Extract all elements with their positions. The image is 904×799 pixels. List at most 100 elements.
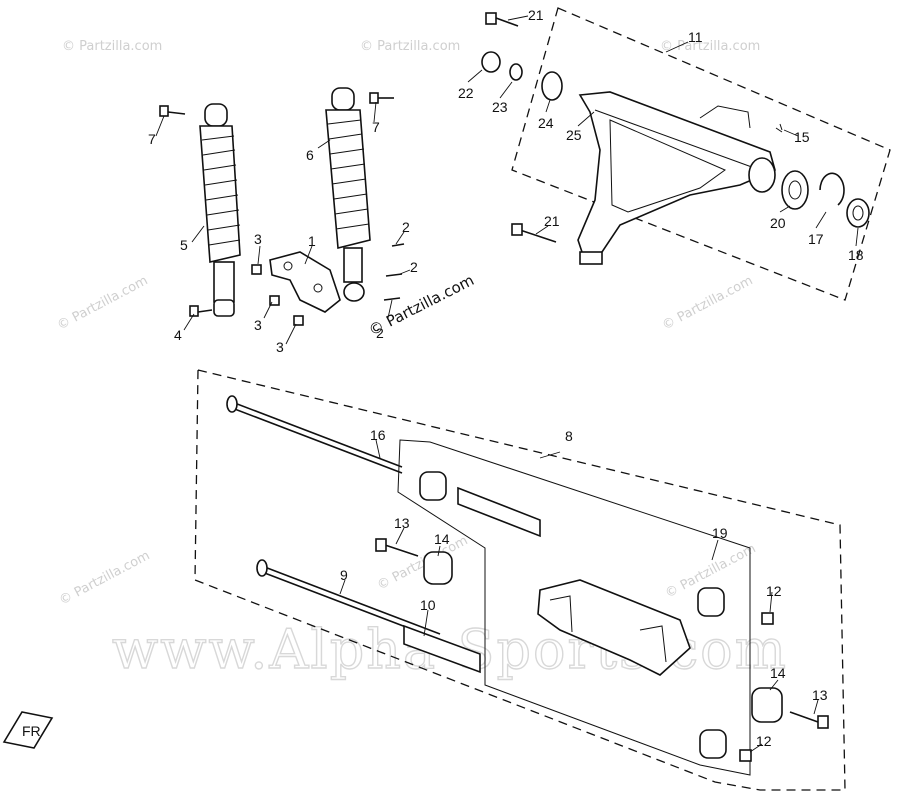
bushing-14-right: [751, 687, 783, 723]
shock-5-coils: [201, 135, 241, 246]
bearing-20-inner: [788, 180, 802, 200]
washer-23: [509, 63, 523, 81]
part-label-23: 23: [492, 99, 508, 115]
washer-24: [541, 71, 563, 101]
bolt-4-head: [189, 305, 199, 317]
leader-lines: [155, 15, 859, 753]
part-label-22: 22: [458, 85, 474, 101]
pivot-hub: [748, 157, 776, 193]
bolt-7-right-head: [369, 92, 379, 104]
part-label-2: 2: [376, 325, 384, 341]
nut-3b: [269, 295, 280, 306]
bolt-16-head: [226, 395, 238, 413]
shock-6-coils: [327, 119, 370, 230]
nut-12-upper: [761, 612, 774, 625]
part-label-25: 25: [566, 127, 582, 143]
swing-arm-assembly: [481, 7, 891, 301]
watermark-text: © Partzilla.com: [62, 39, 162, 54]
part-label-2: 2: [402, 219, 410, 235]
seal-18-inner: [852, 205, 864, 221]
linkage-assembly: [194, 369, 846, 791]
seal-18: [846, 198, 870, 228]
shock-6-top-eye: [331, 87, 355, 111]
screw-15: [775, 123, 783, 133]
part-label-11: 11: [688, 29, 703, 45]
swing-arm-window: [609, 119, 727, 213]
shock-6-lower-eye: [343, 282, 365, 302]
bracket-1: [269, 251, 341, 313]
part-label-5: 5: [180, 237, 188, 253]
watermark-text: © Partzilla.com: [360, 39, 460, 54]
bolt-9-head: [256, 559, 268, 577]
front-arrow-icon: [2, 711, 54, 749]
bolt-13-left-head: [375, 538, 387, 552]
shock-5-spring: [199, 125, 241, 263]
swing-arm-bracket: [699, 105, 751, 129]
part-label-3: 3: [254, 317, 262, 333]
part-label-14: 14: [770, 665, 786, 681]
bearing-20: [781, 170, 809, 210]
front-marker-label: FR: [22, 723, 41, 739]
bolt-16: [231, 401, 403, 468]
swing-arm-body: [577, 91, 776, 259]
part-label-20: 20: [770, 215, 786, 231]
part-label-10: 10: [420, 597, 436, 613]
part-label-21: 21: [544, 213, 560, 229]
part-label-24: 24: [538, 115, 554, 131]
group-11-outline: [511, 7, 891, 301]
bracket-hole: [313, 283, 323, 293]
bolt-21-head: [485, 12, 497, 25]
bolt-13-right-head: [817, 715, 829, 729]
sleeve-upper: [457, 486, 541, 538]
bolt-2b: [385, 273, 403, 277]
bolt-7-left: [167, 111, 186, 115]
bushing-14-left: [423, 551, 453, 585]
bolt-2c: [383, 297, 401, 301]
bolt-9: [261, 565, 441, 635]
nut-12-lower: [739, 749, 752, 762]
shock-6-body: [343, 247, 363, 283]
bushing-upper: [419, 471, 447, 501]
bracket-hole: [283, 261, 293, 271]
rear-shock-absorbers: [159, 87, 405, 326]
part-label-6: 6: [306, 147, 314, 163]
bolt-13-right: [789, 711, 819, 723]
swing-arm-end: [579, 251, 603, 265]
part-label-7: 7: [148, 131, 156, 147]
partzilla-center-watermark: © Partzilla.com: [366, 271, 477, 340]
part-label-8: 8: [565, 428, 573, 444]
part-label-12: 12: [766, 583, 782, 599]
swing-arm-edge: [594, 109, 761, 171]
bolt-13-left: [384, 544, 419, 557]
bolt-7-left-head: [159, 105, 169, 117]
shock-5-clevis: [213, 299, 235, 317]
bolt-21-lower: [519, 229, 557, 243]
part-label-2: 2: [410, 259, 418, 275]
part-label-9: 9: [340, 567, 348, 583]
shock-5-body: [213, 261, 235, 303]
watermark-text: © Partzilla.com: [55, 273, 151, 333]
part-label-14: 14: [434, 531, 450, 547]
bolt-4: [197, 309, 213, 313]
watermark-text: © Partzilla.com: [57, 548, 153, 608]
link-19: [537, 579, 691, 676]
part-label-16: 16: [370, 427, 386, 443]
group-8-outline: [194, 369, 846, 791]
bushing-right-upper: [697, 587, 725, 617]
part-label-13: 13: [394, 515, 410, 531]
watermark-text: © Partzilla.com: [660, 39, 760, 54]
part-label-12: 12: [756, 733, 772, 749]
part-label-3: 3: [276, 339, 284, 355]
shock-5-top-eye: [204, 103, 228, 127]
bolt-21-top: [495, 17, 519, 27]
nut-3c: [293, 315, 304, 326]
part-label-7: 7: [372, 119, 380, 135]
part-number-labels: 1 2 2 2 3 3 3 4 5 6 7 7 8 9 10 11 12 12 …: [148, 7, 864, 749]
part-label-15: 15: [794, 129, 810, 145]
part-label-4: 4: [174, 327, 182, 343]
part-label-19: 19: [712, 525, 728, 541]
part-label-13: 13: [812, 687, 828, 703]
bolt-16-shaft: [231, 407, 403, 474]
circlip-17: [819, 172, 845, 206]
